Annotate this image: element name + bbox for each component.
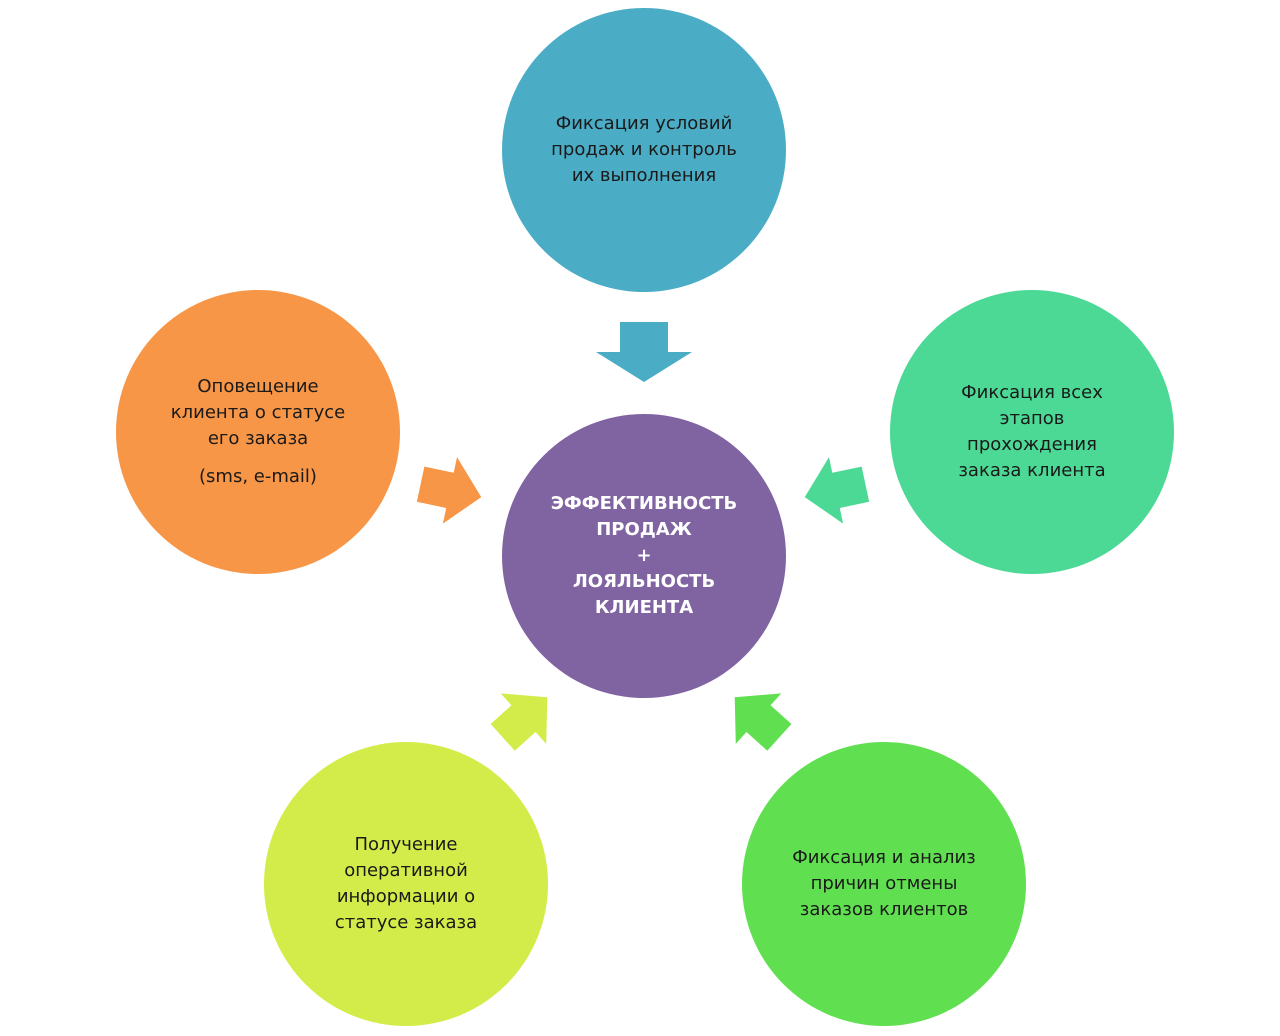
- node-operational-info: Получение оперативной информации о стату…: [264, 742, 548, 1026]
- center-text-line: ЛОЯЛЬНОСТЬ: [572, 571, 716, 592]
- node-text-line: Фиксация и анализ: [792, 847, 976, 868]
- node-order-stages: Фиксация всех этапов прохождения заказа …: [890, 290, 1174, 574]
- node-text-line: информации о: [336, 886, 476, 907]
- node-text-line: Оповещение: [197, 376, 319, 397]
- center-text-line: +: [636, 545, 652, 566]
- node-text-line: продаж и контроль: [551, 139, 737, 160]
- arrow-bottom-right-to-center: [734, 693, 792, 751]
- node-client-notification: Оповещение клиента о статусе его заказа …: [116, 290, 400, 574]
- node-center-sales-loyalty: ЭФФЕКТИВНОСТЬ ПРОДАЖ + ЛОЯЛЬНОСТЬ КЛИЕНТ…: [502, 414, 786, 698]
- node-text-line: его заказа: [207, 428, 309, 449]
- node-cancellation-analysis: Фиксация и анализ причин отмены заказов …: [742, 742, 1026, 1026]
- node-text-line: клиента о статусе: [170, 402, 346, 423]
- arrow-top-to-center: [596, 322, 692, 382]
- node-text-line: причин отмены: [810, 873, 958, 894]
- node-text-line: заказов клиентов: [799, 899, 969, 920]
- arrow-left-to-center: [416, 457, 482, 524]
- arrow-bottom-left-to-center: [490, 693, 548, 751]
- node-text-line: статусе заказа: [334, 912, 478, 933]
- node-text-line: этапов: [999, 408, 1065, 429]
- node-text-line: прохождения: [967, 434, 1097, 455]
- arrow-right-to-center: [804, 457, 870, 524]
- node-text-line: заказа клиента: [958, 460, 1106, 481]
- node-text-line: их выполнения: [571, 165, 717, 186]
- center-text-line: ЭФФЕКТИВНОСТЬ: [550, 493, 738, 514]
- node-text-line: Фиксация всех: [961, 382, 1103, 403]
- node-sales-conditions: Фиксация условий продаж и контроль их вы…: [502, 8, 786, 292]
- node-text-line: Получение: [354, 834, 458, 855]
- node-note: (sms, e-mail): [199, 466, 317, 487]
- center-text-line: КЛИЕНТА: [594, 597, 694, 618]
- node-text-line: оперативной: [344, 860, 468, 881]
- center-text-line: ПРОДАЖ: [596, 519, 692, 540]
- node-text-line: Фиксация условий: [555, 113, 733, 134]
